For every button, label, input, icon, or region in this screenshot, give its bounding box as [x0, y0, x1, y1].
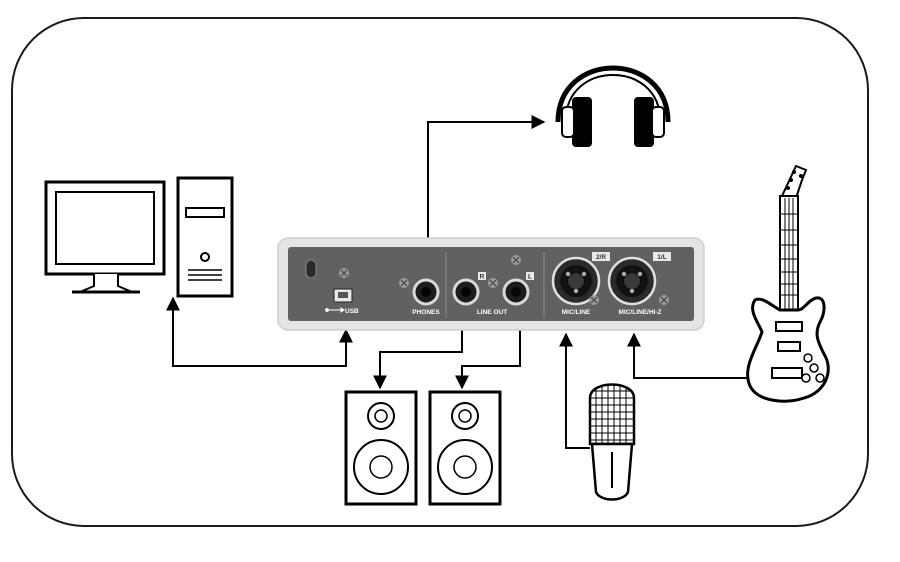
speaker-left-icon [344, 390, 418, 506]
channel-2r-tag: 2/R [596, 254, 606, 261]
screw-icon [589, 295, 599, 305]
wire-guitar-to-input-1 [627, 332, 748, 379]
mic-line-label: MIC/LINE [562, 309, 591, 316]
computer-icon [44, 176, 234, 298]
wire-usb-to-computer [166, 296, 353, 367]
screw-icon [659, 295, 669, 305]
screw-icon [511, 255, 521, 265]
microphone-icon [588, 383, 636, 501]
combo-input-1 [607, 256, 657, 306]
audio-interface-panel: USB PHONES R L LIN [277, 237, 705, 331]
wire-lineout-right-to-speaker [373, 330, 463, 390]
line-out-r-jack [452, 278, 480, 306]
line-out-label: LINE OUT [477, 309, 507, 316]
phones-jack [412, 278, 440, 306]
bass-guitar-icon [746, 164, 830, 403]
usb-symbol-icon [325, 307, 345, 313]
security-slot [305, 259, 317, 279]
pc-tower-icon [176, 176, 234, 298]
usb-label: USB [345, 308, 359, 315]
headphones-icon [555, 65, 671, 147]
speaker-right-icon [428, 390, 502, 506]
channel-1l-tag: 1/L [657, 254, 666, 261]
screw-icon [339, 268, 349, 278]
line-out-l-tag: L [528, 274, 532, 281]
wire-mic-to-input-2 [559, 332, 590, 449]
mic-line-hiz-label: MIC/LINE/HI-Z [619, 309, 662, 316]
phones-label: PHONES [412, 309, 440, 316]
combo-input-2 [551, 256, 601, 306]
screw-icon [399, 278, 409, 288]
wire-interface-to-headphones [427, 115, 546, 238]
line-out-l-jack [502, 278, 530, 306]
screw-icon [488, 278, 498, 288]
line-out-r-tag: R [480, 274, 485, 281]
wire-lineout-left-to-speaker [455, 330, 521, 390]
monitor-icon [44, 180, 166, 294]
